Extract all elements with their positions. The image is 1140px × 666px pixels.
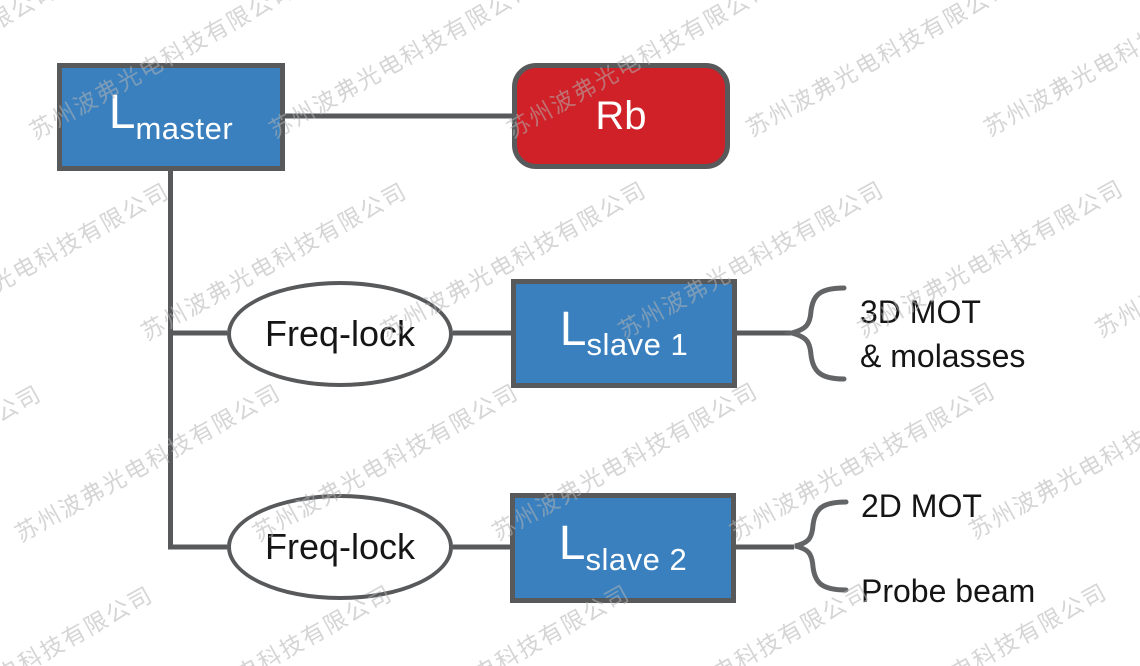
connector-line-master-to-branch2 [168,170,227,550]
branch1-output-line1: 3D MOT [860,294,981,330]
slave2-laser-symbol: L [558,517,586,570]
curly-brace-icon-branch2 [794,499,849,593]
slave2-laser-box: Lslave 2 [510,493,736,603]
branch2-output-label-1: 2D MOT [861,488,982,524]
slave2-laser-label: Lslave 2 [558,517,687,575]
curly-brace-icon-branch1 [782,285,847,382]
master-laser-label: Lmaster [108,86,233,144]
branch2-output-label-2: Probe beam [861,573,1036,609]
branch1-output-label: 3D MOT & molasses [860,290,1025,378]
master-laser-subscript: master [135,110,234,146]
slave1-laser-box: Lslave 1 [511,279,737,388]
slave1-laser-symbol: L [559,302,587,356]
branch1-output-line2: & molasses [860,338,1026,374]
freq-lock-label-2: Freq-lock [264,526,416,567]
master-laser-symbol: L [108,86,136,139]
slave2-laser-subscript: slave 2 [585,541,688,577]
freq-lock-label-1: Freq-lock [264,313,416,354]
slave1-laser-subscript: slave 1 [586,327,689,363]
freq-lock-ellipse-2: Freq-lock [227,494,453,600]
rb-reference-label: Rb [595,93,647,138]
master-laser-box: Lmaster [57,63,285,171]
rb-reference-box: Rb [512,63,730,169]
freq-lock-ellipse-1: Freq-lock [227,281,453,387]
slave1-laser-label: Lslave 1 [559,302,688,360]
